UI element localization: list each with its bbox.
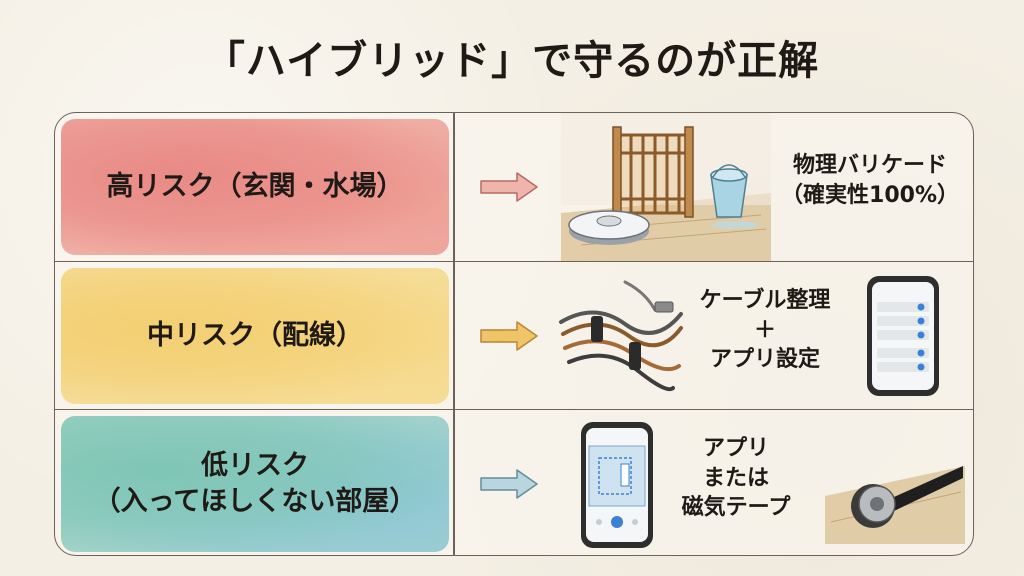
solution-line: 磁気テープ <box>681 495 791 521</box>
risk-label-medium-text: 中リスク（配線） <box>147 319 363 351</box>
solution-text-medium: ケーブル整理 ＋ アプリ設定 <box>681 286 849 375</box>
risk-label-low-line: （入ってほしくない部屋） <box>93 486 417 517</box>
comparison-table: 高リスク（玄関・水場） <box>54 112 974 556</box>
solution-line: ＋ <box>753 317 776 343</box>
solution-line: アプリ設定 <box>709 347 820 373</box>
table-row-high-risk: 高リスク（玄関・水場） <box>55 113 973 261</box>
phone-app-settings-icon <box>867 276 939 396</box>
bundled-cables-illustration <box>559 280 683 392</box>
right-arrow-icon <box>480 172 538 202</box>
watercolor-wash-red <box>61 119 449 255</box>
baby-gate-robot-vacuum-bucket-illustration <box>561 113 771 261</box>
phone-app-map-icon <box>581 422 653 548</box>
risk-label-low-line: 低リスク <box>201 449 309 481</box>
right-arrow-icon <box>480 469 538 499</box>
solution-line: （確実性100%） <box>781 182 959 208</box>
risk-label-high-text: 高リスク（玄関・水場） <box>106 170 404 202</box>
table-row-low-risk: 低リスク （入ってほしくない部屋） アプリ または 磁気テープ <box>55 409 973 555</box>
magnetic-tape-roll-illustration <box>825 466 965 544</box>
watercolor-wash-teal <box>61 416 449 552</box>
risk-label-low: 低リスク （入ってほしくない部屋） <box>61 410 449 555</box>
risk-label-high: 高リスク（玄関・水場） <box>61 113 449 261</box>
right-arrow-icon <box>480 321 538 351</box>
solution-line: または <box>702 465 769 491</box>
risk-label-medium: 中リスク（配線） <box>61 262 449 410</box>
column-divider <box>453 113 455 555</box>
solution-text-low: アプリ または 磁気テープ <box>677 434 795 523</box>
solution-line: 物理バリケード <box>792 153 947 178</box>
table-row-medium-risk: 中リスク（配線） ケーブル整理 ＋ アプリ設定 <box>55 261 973 410</box>
page-title: 「ハイブリッド」で守るのが正解 <box>204 38 820 84</box>
solution-line: ケーブル整理 <box>699 288 831 313</box>
watercolor-wash-yellow <box>61 268 449 404</box>
solution-line: アプリ <box>702 436 769 461</box>
solution-text-high: 物理バリケード （確実性100%） <box>775 151 965 210</box>
